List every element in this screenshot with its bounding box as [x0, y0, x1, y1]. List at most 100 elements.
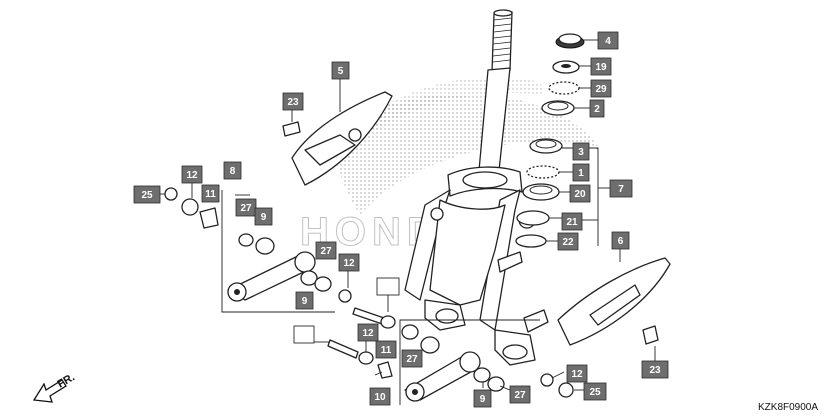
callout-box — [572, 163, 590, 182]
callout-number: 27 — [514, 390, 526, 401]
diagram-code: KZK8F0900A — [758, 402, 818, 413]
callout-number: 25 — [141, 190, 153, 201]
callout-11: 11 — [375, 340, 397, 359]
callout-box — [254, 207, 273, 226]
callout-box — [609, 179, 633, 198]
callout-box — [509, 385, 531, 404]
callout-number: 11 — [205, 189, 216, 200]
callout-number: 19 — [595, 62, 607, 73]
callout-23: 23 — [641, 360, 669, 379]
callout-number: 1 — [578, 168, 584, 179]
callout-number: 9 — [302, 296, 308, 307]
callout-22: 22 — [557, 232, 579, 251]
callout-number: 22 — [562, 237, 574, 248]
callout-5: 5 — [331, 61, 350, 80]
callout-number: 27 — [240, 203, 252, 214]
callout-9: 9 — [254, 207, 273, 226]
left-arm-assembly — [164, 187, 352, 313]
top-bearing-stack — [541, 33, 585, 116]
direction-label: FR. — [56, 371, 77, 390]
right-arm-assembly — [327, 307, 574, 405]
callout-box — [331, 61, 350, 80]
callout-box — [566, 364, 588, 383]
callout-number: 27 — [406, 354, 418, 365]
callout-27: 27 — [401, 349, 423, 368]
callout-6: 6 — [611, 231, 630, 250]
callout-4: 4 — [597, 31, 619, 50]
callout-number: 7 — [618, 184, 624, 195]
callout-number: 25 — [589, 387, 601, 398]
callout-8: 8 — [223, 161, 242, 180]
callout-number: 4 — [605, 36, 611, 47]
callout-box — [376, 277, 400, 296]
callout-box — [201, 184, 220, 203]
callout-blank — [376, 277, 400, 296]
callout-box — [473, 389, 492, 408]
callout-blank — [293, 325, 315, 344]
callout-box — [572, 142, 590, 161]
callout-12: 12 — [181, 165, 203, 184]
callout-number: 5 — [338, 66, 344, 77]
callout-box — [375, 340, 397, 359]
callout-1: 1 — [572, 163, 590, 182]
arrow-icon — [32, 379, 67, 403]
callout-number: 21 — [566, 217, 578, 228]
callout-27: 27 — [235, 198, 257, 217]
callout-10: 10 — [369, 387, 391, 406]
callout-3: 3 — [572, 142, 590, 161]
callout-25: 25 — [583, 382, 607, 401]
callout-box — [295, 291, 314, 310]
callout-number: 3 — [578, 147, 584, 158]
fork-top-cover — [282, 91, 393, 186]
callout-11: 11 — [201, 184, 220, 203]
callout-box — [223, 161, 242, 180]
callout-7: 7 — [609, 179, 633, 198]
callout-27: 27 — [315, 241, 337, 260]
callout-box — [583, 382, 607, 401]
callout-number: 10 — [374, 392, 386, 403]
callout-box — [235, 198, 257, 217]
callout-box — [557, 232, 579, 251]
callout-23: 23 — [282, 92, 304, 111]
callout-9: 9 — [295, 291, 314, 310]
callout-number: 12 — [362, 328, 374, 339]
callout-box — [293, 325, 315, 344]
callout-27: 27 — [509, 385, 531, 404]
steering-stem — [404, 9, 549, 366]
callout-box — [181, 165, 203, 184]
callout-number: 27 — [320, 246, 332, 257]
callout-number: 12 — [343, 258, 355, 269]
callout-box — [597, 31, 619, 50]
callout-number: 2 — [594, 104, 600, 115]
callout-29: 29 — [590, 79, 612, 98]
callout-number: 12 — [186, 170, 198, 181]
callout-box — [641, 360, 669, 379]
callout-number: 8 — [230, 166, 236, 177]
callout-number: 23 — [287, 97, 299, 108]
callout-25: 25 — [133, 185, 161, 204]
callout-number: 9 — [261, 212, 267, 223]
callout-box — [561, 212, 583, 231]
callout-box — [590, 79, 612, 98]
front-direction-indicator: FR. — [32, 371, 77, 403]
callout-20: 20 — [569, 184, 591, 203]
callout-21: 21 — [561, 212, 583, 231]
callout-box — [133, 185, 161, 204]
callout-12: 12 — [338, 253, 360, 272]
callout-box — [315, 241, 337, 260]
callout-box — [357, 323, 379, 342]
callout-12: 12 — [357, 323, 379, 342]
callout-box — [590, 57, 612, 76]
callout-box — [611, 231, 630, 250]
callout-box — [282, 92, 304, 111]
callout-12: 12 — [566, 364, 588, 383]
callout-19: 19 — [590, 57, 612, 76]
lower-bearing-stack — [515, 138, 563, 248]
callout-number: 6 — [618, 236, 624, 247]
callout-number: 11 — [381, 345, 392, 356]
callout-box — [589, 99, 605, 118]
callout-2: 2 — [589, 99, 605, 118]
callout-box — [369, 387, 391, 406]
fork-bottom-cover — [557, 257, 671, 346]
